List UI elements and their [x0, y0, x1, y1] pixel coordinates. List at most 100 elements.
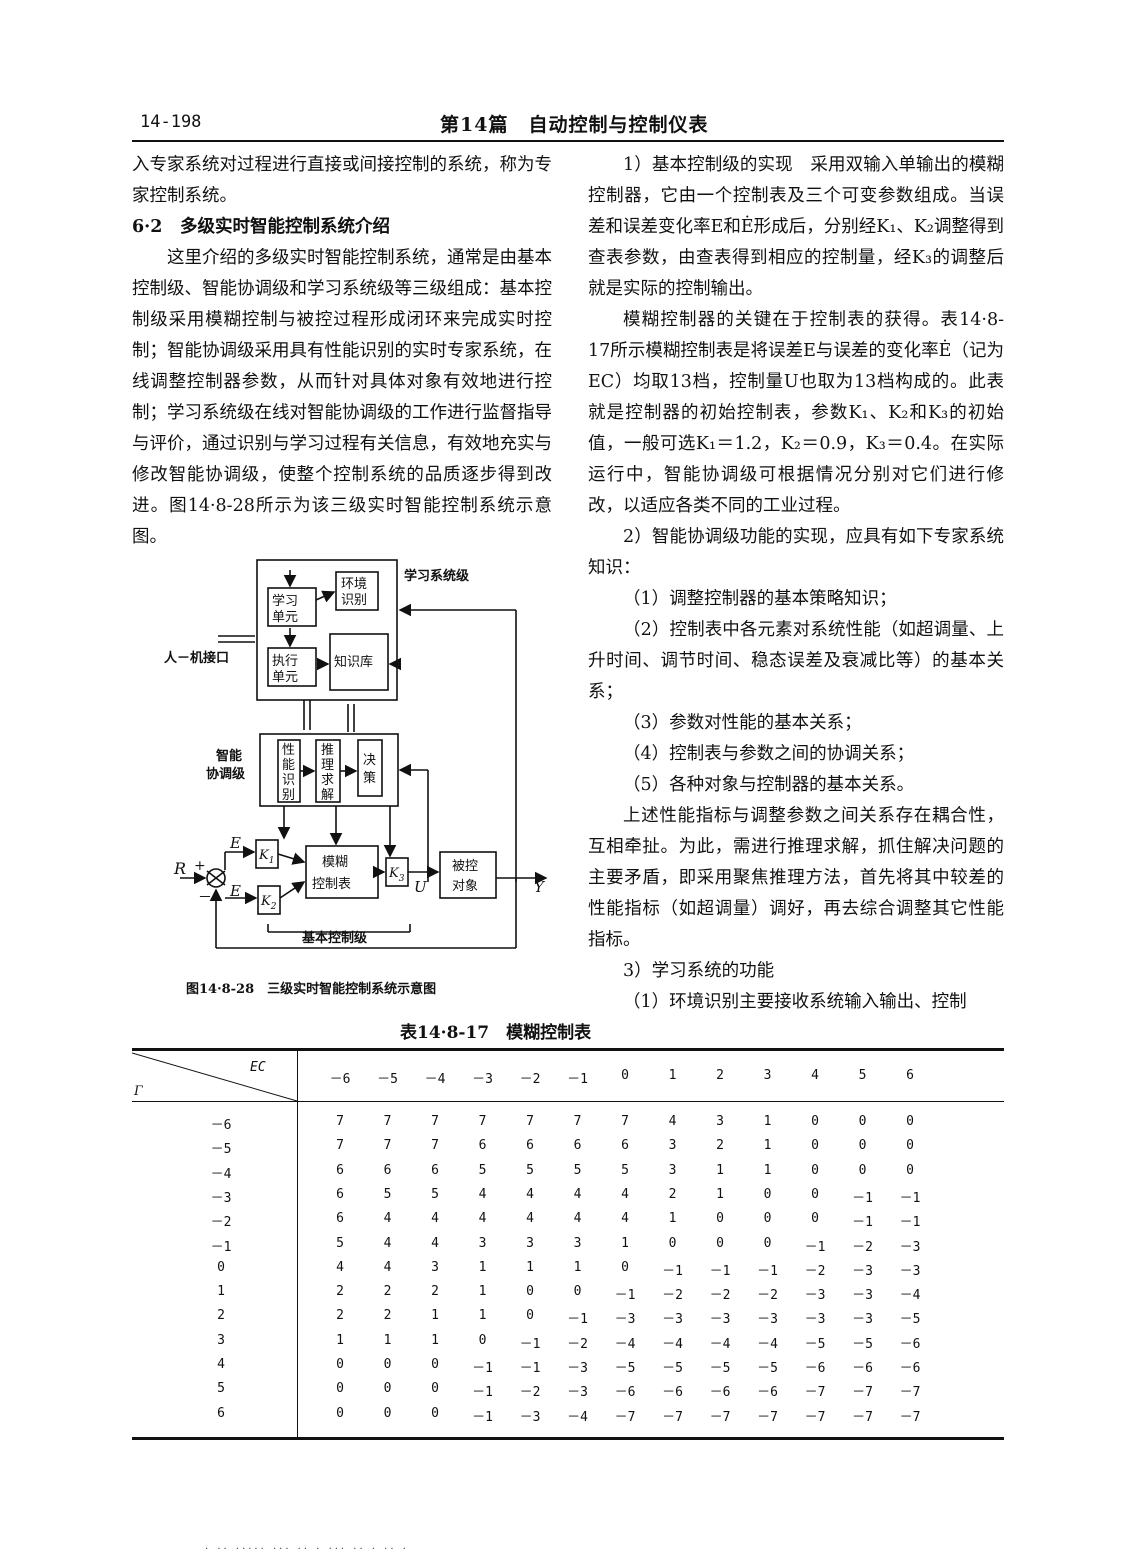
diag-decision-2: 策: [363, 770, 376, 786]
table-top-rule: [132, 1048, 1004, 1051]
table-cell: 7: [573, 1114, 582, 1129]
table-cell: －2: [567, 1336, 588, 1352]
diag-reason-1: 推: [321, 743, 334, 758]
diag-env-id-1: 环境: [341, 577, 367, 592]
table-col-header: －5: [377, 1072, 398, 1087]
right-item-2: （2）控制表中各元素对系统性能（如超调量、上升时间、调节时间、稳态误差及衰减比等…: [588, 620, 1004, 702]
table-cell: 4: [336, 1259, 344, 1275]
table-cell: －4: [757, 1336, 778, 1352]
table-cell: －5: [662, 1361, 683, 1376]
table-cell: －6: [709, 1385, 731, 1401]
control-system-diagram: 学习 单元 环境 识别 执行 单元 知识库 学习系统级 人－机接口 智能 协调级…: [164, 559, 548, 949]
table-cell: 4: [478, 1211, 487, 1227]
table-cell: 7: [431, 1138, 439, 1154]
table-cell: －1: [899, 1190, 921, 1206]
table-cell: －7: [852, 1409, 873, 1425]
chapter-title: 第14篇 自动控制与控制仪表: [440, 114, 709, 136]
table-cell: 0: [526, 1284, 534, 1300]
right-paragraph-3: 2）智能协调级功能的实现，应具有如下专家系统知识：: [588, 527, 1004, 578]
table-cell: 0: [431, 1405, 439, 1421]
table-cell: 1: [716, 1162, 724, 1178]
table-cell: －7: [757, 1409, 778, 1425]
table-cell: －3: [899, 1239, 921, 1255]
plant-box: [439, 851, 497, 899]
table-cell: 4: [573, 1186, 582, 1202]
table-cell: 1: [478, 1259, 487, 1275]
table-cell: －5: [852, 1336, 873, 1352]
diag-decision-1: 决: [363, 753, 376, 768]
diag-sig-minus: －: [198, 890, 212, 906]
table-cell: 0: [811, 1138, 819, 1154]
diag-hmi: 人－机接口: [164, 650, 229, 666]
table-cell: 3: [668, 1162, 677, 1178]
table-col-header: 6: [906, 1068, 914, 1083]
table-cell: －2: [519, 1385, 541, 1401]
table-cell: 0: [858, 1138, 867, 1154]
table-cell: 2: [431, 1284, 439, 1300]
table-cell: 4: [526, 1186, 534, 1202]
table-cell: 0: [906, 1162, 914, 1178]
diag-sig-plus: +: [194, 858, 206, 874]
table-cell: －1: [757, 1263, 778, 1279]
table-row-label: －3: [210, 1190, 232, 1206]
table-cell: －6: [757, 1385, 778, 1401]
table-cell: 6: [573, 1138, 582, 1154]
env-id-box: [335, 571, 379, 611]
diag-perf-4: 别: [282, 788, 295, 803]
table-header-rule: [132, 1101, 1004, 1102]
table-col-header: 2: [716, 1068, 724, 1083]
diag-fuzzy-2: 控制表: [312, 877, 351, 892]
knowledge-base-box: [329, 633, 389, 691]
header-rule: [132, 140, 1004, 142]
table-cell: －3: [852, 1263, 873, 1279]
table-cell: －5: [709, 1361, 731, 1376]
table-cell: 1: [621, 1235, 629, 1251]
table-cell: －1: [472, 1409, 493, 1425]
diag-basic-level: 基本控制级: [301, 930, 368, 946]
diag-fuzzy-1: 模糊: [322, 854, 348, 870]
table-cell: 6: [336, 1186, 344, 1202]
table-cell: 0: [716, 1235, 724, 1251]
right-item-3: （3）参数对性能的基本关系；: [623, 713, 862, 733]
table-cell: 6: [336, 1162, 344, 1178]
table-cell: －7: [852, 1385, 873, 1401]
table-cell: －3: [709, 1312, 731, 1328]
table-cell: －2: [804, 1263, 826, 1279]
table-cell: 5: [383, 1186, 392, 1202]
table-row-label: 0: [217, 1259, 225, 1275]
diag-sig-E: E: [229, 834, 241, 852]
table-cell: 4: [431, 1211, 439, 1227]
table-cell: －1: [852, 1190, 873, 1206]
table-cell: －7: [614, 1409, 636, 1425]
diag-plant-2: 对象: [452, 879, 478, 894]
table-cell: －6: [899, 1361, 921, 1376]
intel-level-box: [259, 733, 399, 807]
diag-learning-unit-2: 单元: [272, 610, 298, 625]
table-cell: －1: [519, 1336, 541, 1352]
table-row-label: 4: [217, 1357, 225, 1372]
table-cell: 1: [336, 1332, 344, 1348]
table-cell: 4: [383, 1235, 392, 1251]
table-cell: 1: [763, 1114, 772, 1129]
table-cell: 0: [858, 1162, 867, 1178]
table-cell: 2: [716, 1138, 724, 1154]
diag-learning-level: 学习系统级: [404, 568, 470, 584]
right-paragraph-1: 1）基本控制级的实现 采用双输入单输出的模糊控制器，它由一个控制表及三个可变参数…: [588, 155, 1004, 299]
table-cell: 0: [431, 1381, 439, 1397]
diag-perf-2: 能: [282, 758, 295, 773]
table-col-header: －6: [329, 1072, 351, 1087]
table-cell: 0: [906, 1114, 914, 1129]
table-cell: 6: [431, 1162, 439, 1178]
table-cell: 1: [573, 1259, 582, 1275]
table-cell: －2: [757, 1288, 778, 1304]
K2-box: [257, 885, 281, 915]
table-col-header: －2: [519, 1072, 541, 1087]
table-row-label: 5: [217, 1381, 225, 1397]
table-cell: 5: [573, 1162, 582, 1178]
table-row-label: 1: [217, 1284, 225, 1300]
table-cell: 4: [621, 1186, 629, 1202]
table-cell: 0: [811, 1186, 819, 1202]
table-cell: 5: [526, 1162, 534, 1178]
table-cell: －1: [567, 1312, 588, 1328]
table-cell: －6: [852, 1361, 873, 1376]
